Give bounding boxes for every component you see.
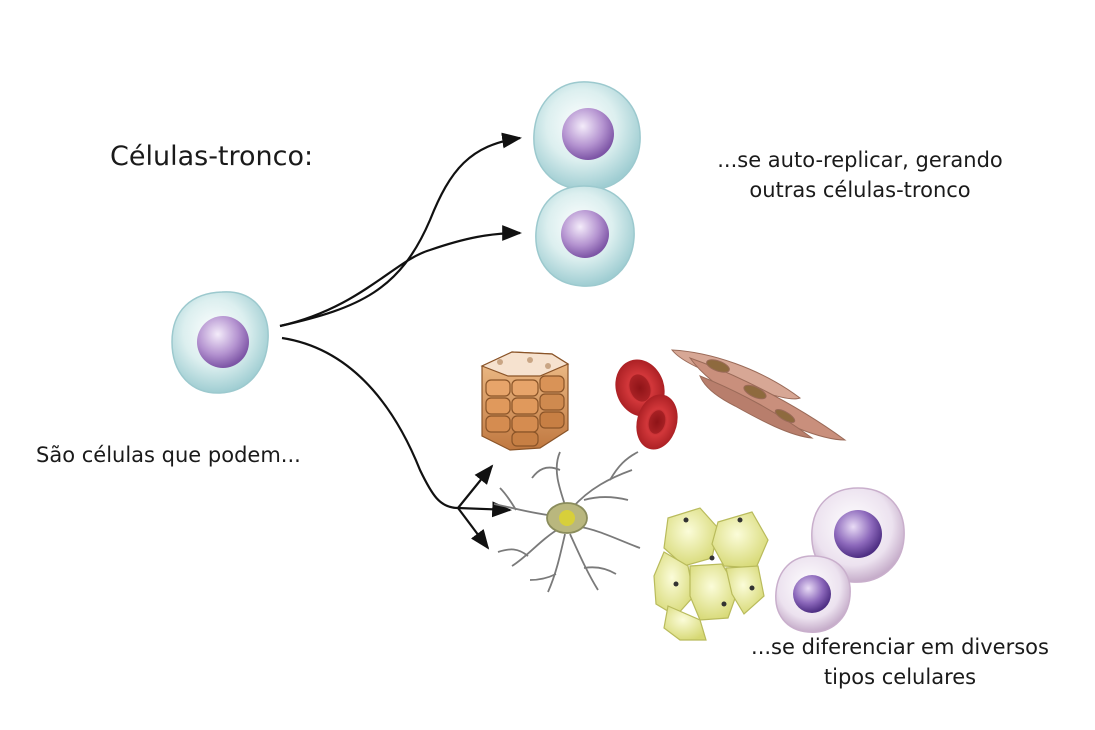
differentiation-line-1: ...se diferenciar em diversos bbox=[751, 635, 1049, 659]
neuron bbox=[493, 451, 641, 593]
stem-cell-copy-lower bbox=[535, 185, 635, 287]
diagram-title: Células-tronco: bbox=[110, 141, 314, 172]
adipose-tissue bbox=[653, 507, 769, 641]
arrow-to-lower-stem-cell bbox=[279, 225, 522, 328]
epithelial-tissue bbox=[480, 351, 570, 451]
arrow-branch-down bbox=[457, 507, 490, 550]
smooth-muscle-cells bbox=[670, 349, 847, 441]
self-renewal-caption: ...se auto-replicar, gerando outras célu… bbox=[690, 145, 1030, 205]
diagram-subtitle: São células que podem... bbox=[36, 443, 301, 467]
self-renewal-line-1: ...se auto-replicar, gerando bbox=[717, 148, 1003, 172]
differentiation-caption: ...se diferenciar em diversos tipos celu… bbox=[710, 632, 1090, 692]
stem-cell-parent bbox=[171, 291, 269, 394]
arrow-to-differentiation bbox=[281, 336, 459, 510]
stem-cell-copy-upper bbox=[533, 81, 641, 191]
arrows bbox=[279, 132, 522, 550]
red-blood-cells bbox=[615, 359, 678, 450]
white-blood-cells bbox=[775, 487, 905, 633]
differentiation-line-2: tipos celulares bbox=[823, 665, 977, 689]
arrow-branch-right bbox=[457, 501, 512, 518]
arrow-to-upper-stem-cell bbox=[279, 132, 522, 328]
self-renewal-line-2: outras células-tronco bbox=[749, 178, 971, 202]
arrow-branch-up bbox=[457, 464, 494, 509]
